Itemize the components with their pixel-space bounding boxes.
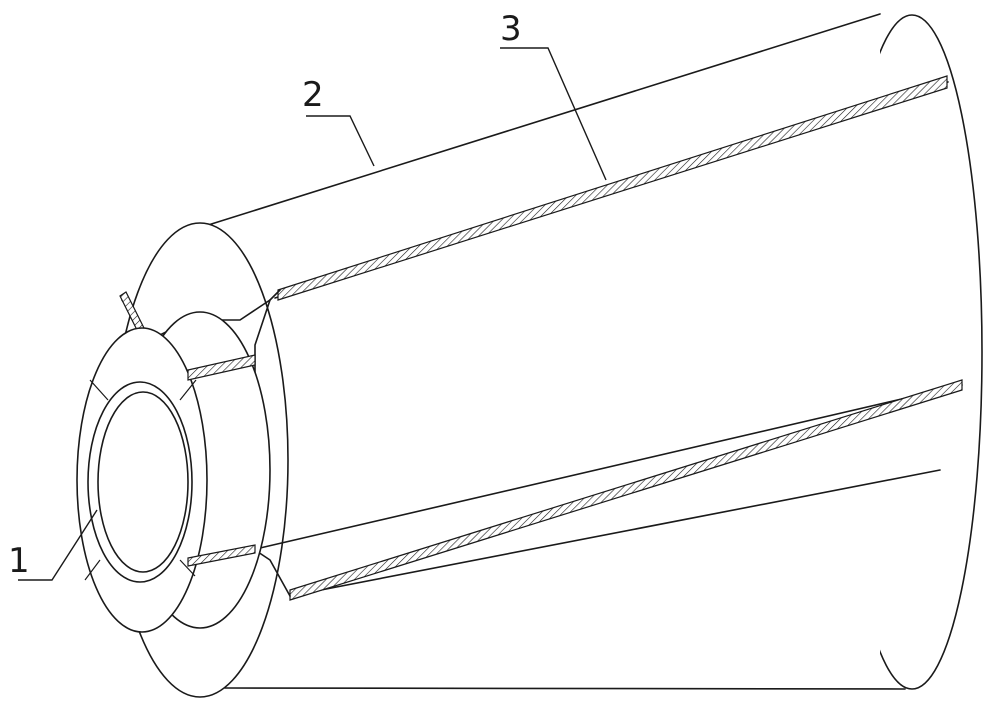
callout-1-leader [18,509,98,581]
segment-edge-bottom [289,469,941,597]
inner-pipe [76,311,271,633]
outer-top-edge [204,13,881,227]
seam-band-top [277,75,948,301]
segment-edge-middle [259,384,963,549]
callout-1-label: 1 [8,541,30,581]
outer-bottom-edge [224,687,906,690]
callout-3: 3 [500,9,607,181]
callout-2-label: 2 [302,75,324,115]
inner-seam-top [187,354,256,381]
inner-radial-seam-2 [84,559,101,581]
inner-radial-seam-1 [89,379,109,401]
inner-seam-bottom [187,544,256,567]
inner-radial-seam-3 [179,379,197,401]
callout-2-leader [306,115,375,167]
callout-2: 2 [302,75,375,167]
callout-3-label: 3 [500,9,522,49]
callout-3-leader [500,47,607,181]
pipe-ring-inner [97,391,189,573]
callout-1: 1 [8,509,98,581]
inner-radial-seam-4 [179,559,196,577]
